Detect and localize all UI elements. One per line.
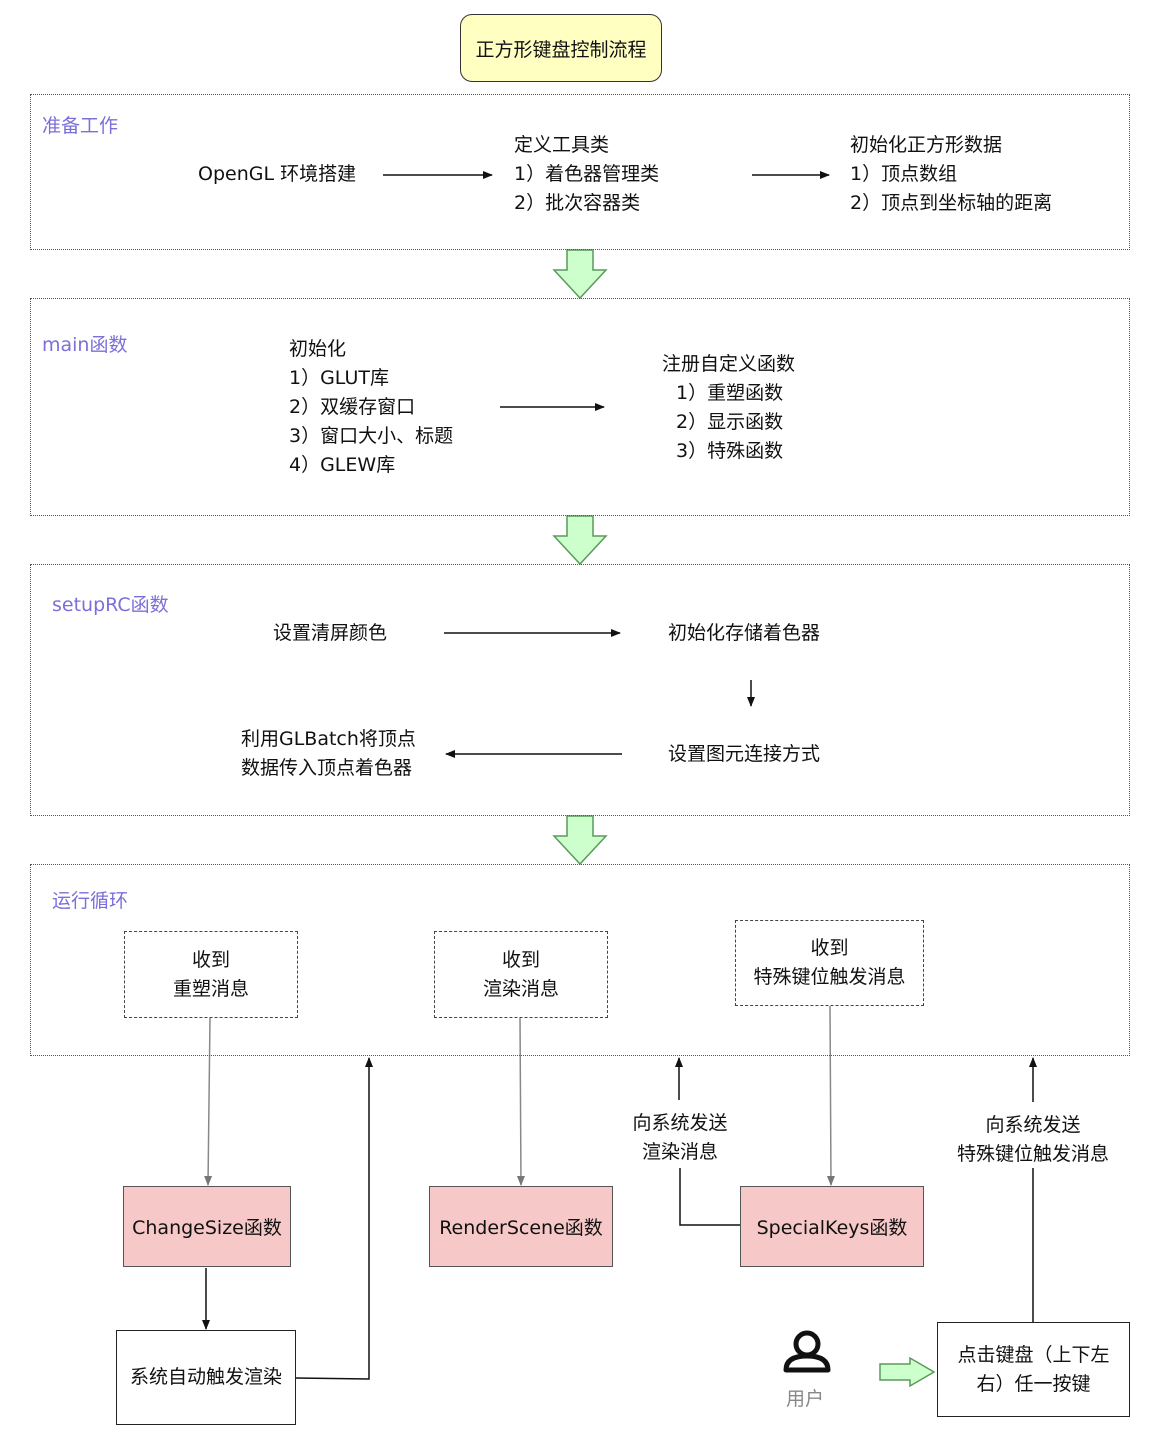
arrow-special-to-specialkeys xyxy=(826,1005,835,1186)
diagram-title-text: 正方形键盘控制流程 xyxy=(475,38,647,61)
env-setup-text: OpenGL 环境搭建 xyxy=(198,163,357,185)
user-to-keypress-arrow xyxy=(879,1356,936,1388)
render-message-line: 渲染消息 xyxy=(482,977,559,1000)
register-item: 2）显示函数 xyxy=(676,411,784,433)
register-item: 1）重塑函数 xyxy=(676,382,784,404)
init-item: 4）GLEW库 xyxy=(289,454,396,476)
tools-title: 定义工具类 xyxy=(514,134,610,156)
batch-line: 利用GLBatch将顶点 xyxy=(241,728,416,750)
special-key-message-box: 收到 特殊键位触发消息 xyxy=(735,920,924,1006)
render-message-box: 收到 渲染消息 xyxy=(434,931,608,1018)
square-data-title: 初始化正方形数据 xyxy=(850,134,1003,156)
send-render-line: 渲染消息 xyxy=(641,1141,718,1163)
flow-arrow-1 xyxy=(552,249,608,300)
renderscene-function-label: RenderScene函数 xyxy=(439,1217,603,1239)
section-prep-label: 准备工作 xyxy=(42,115,119,137)
section-main xyxy=(30,298,1130,516)
tools-item: 1）着色器管理类 xyxy=(514,163,660,185)
tools-block: 定义工具类 1）着色器管理类 2）批次容器类 xyxy=(514,131,659,218)
arrow-reshape-to-changesize xyxy=(204,1017,213,1186)
special-key-message-line: 收到 xyxy=(810,937,849,959)
init-block: 初始化 1）GLUT库 2）双缓存窗口 3）窗口大小、标题 4）GLEW库 xyxy=(289,335,453,480)
register-block: 注册自定义函数 1）重塑函数 2）显示函数 3）特殊函数 xyxy=(662,350,795,466)
key-press-box: 点击键盘（上下左 右）任一按键 xyxy=(937,1322,1130,1417)
special-key-message-line: 特殊键位触发消息 xyxy=(753,966,906,988)
register-title: 注册自定义函数 xyxy=(662,353,796,375)
section-run-loop-label: 运行循环 xyxy=(52,890,129,912)
square-data-item: 2）顶点到坐标轴的距离 xyxy=(850,192,1053,214)
section-main-label: main函数 xyxy=(42,334,128,356)
section-setuprc xyxy=(30,564,1130,816)
square-data-item: 1）顶点数组 xyxy=(850,163,958,185)
line-specialkeys-to-send xyxy=(679,1168,740,1226)
init-title: 初始化 xyxy=(289,338,347,360)
changesize-function-box: ChangeSize函数 xyxy=(123,1186,291,1267)
reshape-message-line: 收到 xyxy=(191,948,230,971)
register-item: 3）特殊函数 xyxy=(676,440,784,462)
batch-block: 利用GLBatch将顶点 数据传入顶点着色器 xyxy=(241,725,416,783)
auto-render-box: 系统自动触发渲染 xyxy=(116,1330,296,1425)
flow-arrow-3 xyxy=(552,815,608,866)
init-shader-text: 初始化存储着色器 xyxy=(668,622,821,644)
key-press-line: 右）任一按键 xyxy=(976,1372,1091,1395)
arrow-auto-to-loop xyxy=(295,1057,373,1380)
auto-render-label: 系统自动触发渲染 xyxy=(129,1366,282,1388)
flow-arrow-2 xyxy=(552,515,608,566)
init-item: 1）GLUT库 xyxy=(289,367,389,389)
init-item: 3）窗口大小、标题 xyxy=(289,425,454,447)
reshape-message-line: 重塑消息 xyxy=(172,977,249,1000)
send-render-label: 向系统发送 渲染消息 xyxy=(620,1109,740,1167)
render-message-line: 收到 xyxy=(501,948,540,971)
key-press-line: 点击键盘（上下左 xyxy=(957,1343,1110,1366)
section-prep xyxy=(30,94,1130,250)
clear-color-text: 设置清屏颜色 xyxy=(273,622,388,644)
send-render-line: 向系统发送 xyxy=(632,1112,728,1134)
init-item: 2）双缓存窗口 xyxy=(289,396,416,418)
square-data-block: 初始化正方形数据 1）顶点数组 2）顶点到坐标轴的距离 xyxy=(850,131,1052,218)
user-label: 用户 xyxy=(786,1388,825,1410)
section-run-loop xyxy=(30,864,1130,1056)
batch-line: 数据传入顶点着色器 xyxy=(241,757,413,779)
diagram-title: 正方形键盘控制流程 xyxy=(460,14,662,82)
send-special-line: 向系统发送 xyxy=(985,1114,1081,1136)
specialkeys-function-box: SpecialKeys函数 xyxy=(740,1186,924,1267)
tools-item: 2）批次容器类 xyxy=(514,192,641,214)
reshape-message-box: 收到 重塑消息 xyxy=(124,931,298,1018)
send-special-label: 向系统发送 特殊键位触发消息 xyxy=(945,1111,1121,1169)
send-special-line: 特殊键位触发消息 xyxy=(956,1143,1109,1165)
section-setuprc-label: setupRC函数 xyxy=(52,594,169,616)
renderscene-function-box: RenderScene函数 xyxy=(429,1186,613,1267)
user-icon xyxy=(783,1330,831,1373)
arrow-render-to-renderscene xyxy=(516,1017,525,1186)
primitive-text: 设置图元连接方式 xyxy=(668,743,821,765)
changesize-function-label: ChangeSize函数 xyxy=(132,1217,282,1239)
specialkeys-function-label: SpecialKeys函数 xyxy=(756,1217,908,1239)
